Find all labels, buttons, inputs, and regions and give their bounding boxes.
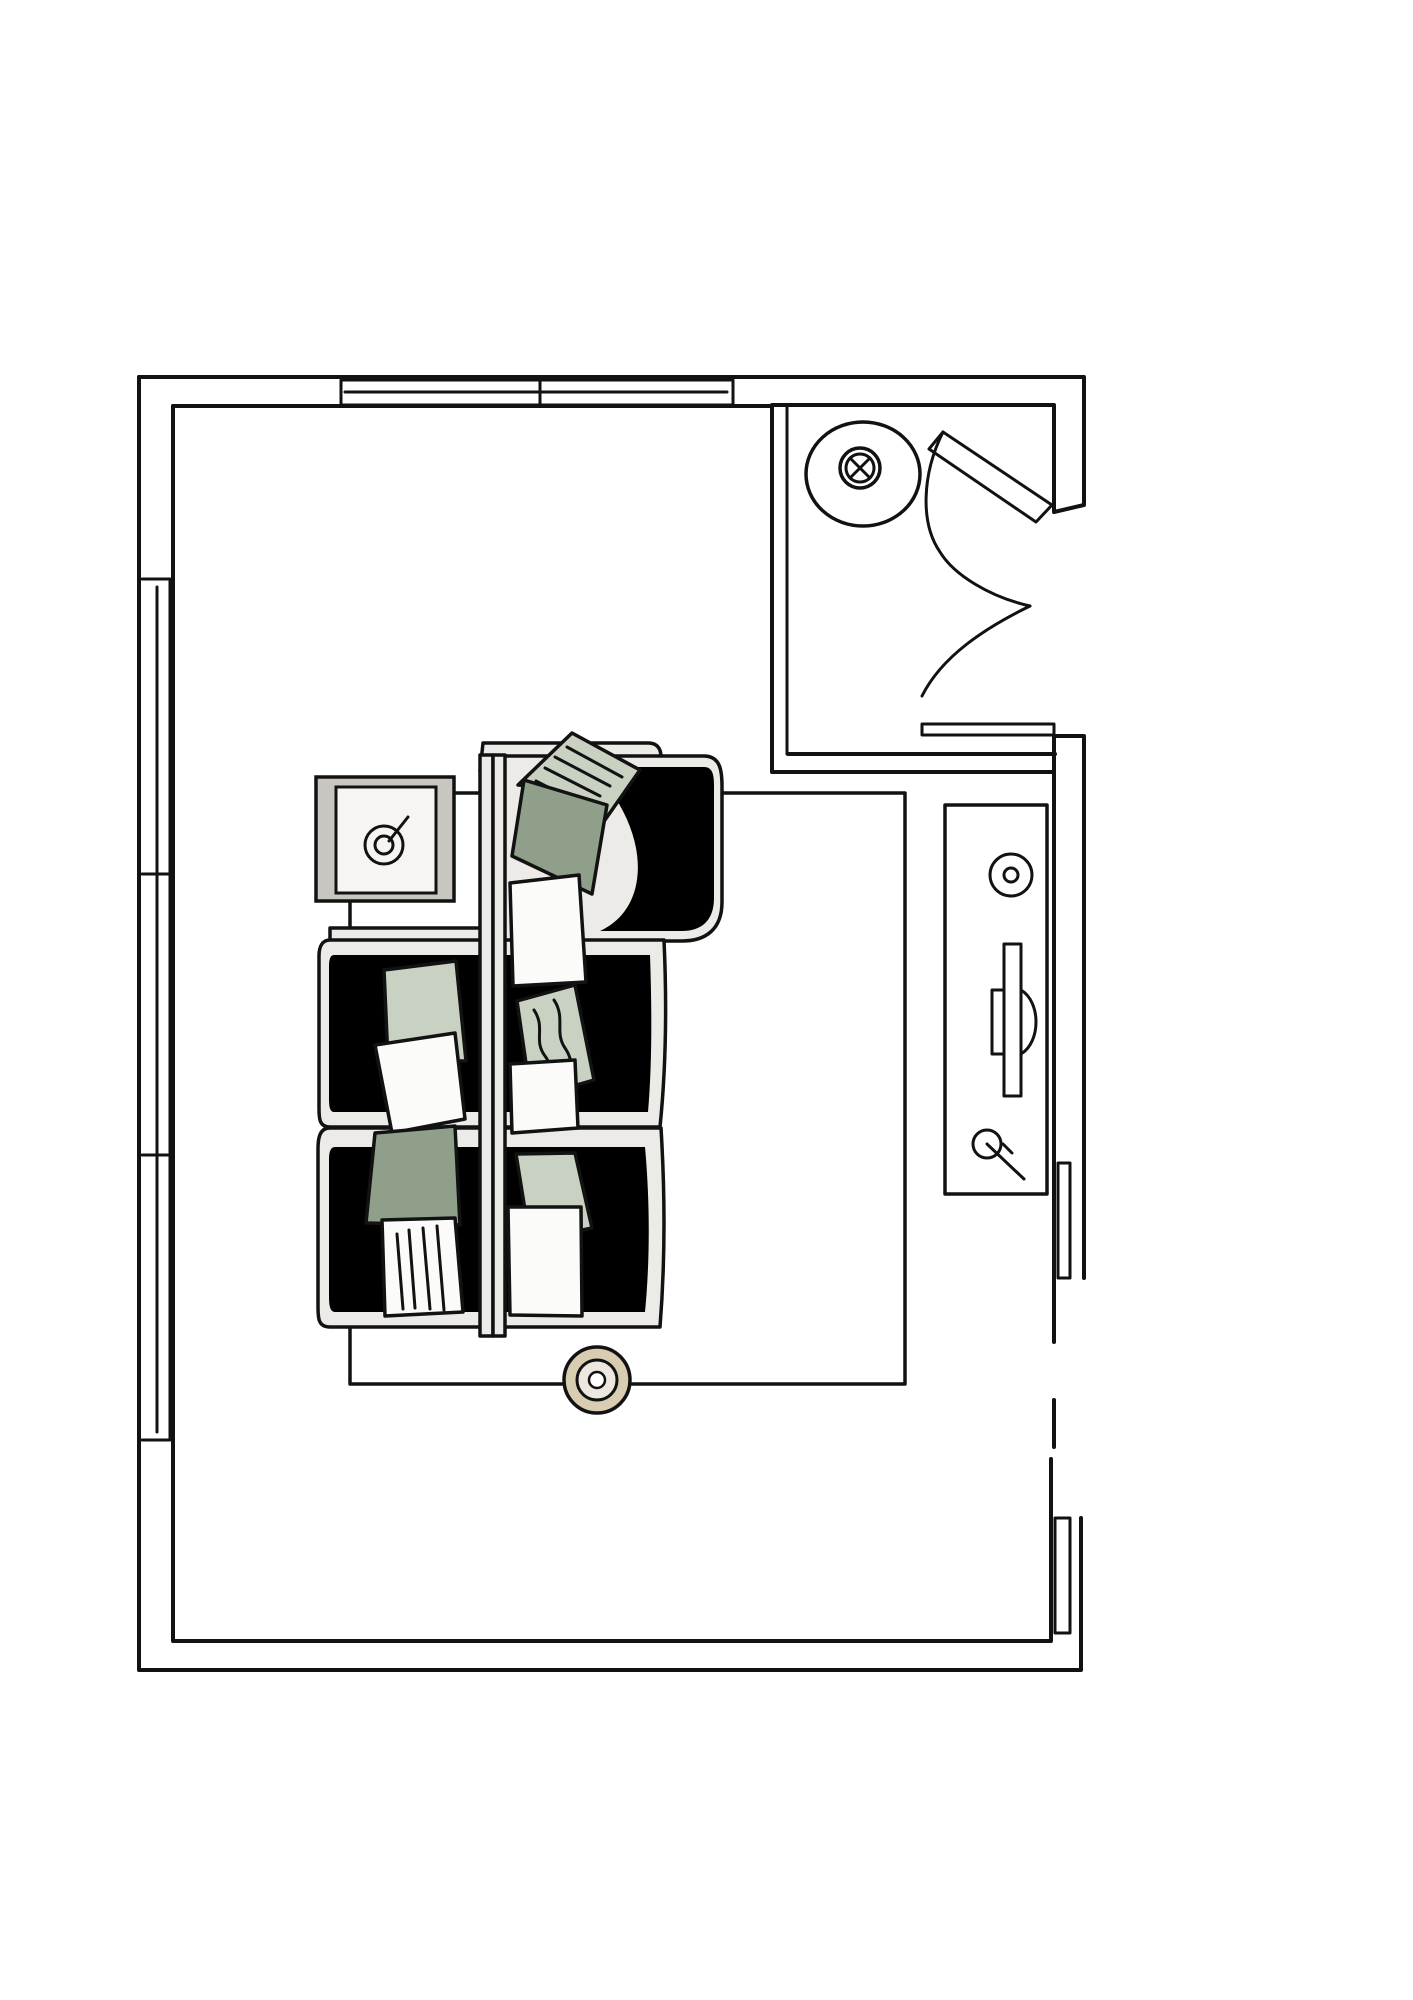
sofa-backrest-right	[491, 753, 507, 1338]
round-table	[562, 1345, 632, 1415]
outer-wall-bottom	[137, 375, 1083, 1672]
sink-icon	[988, 852, 1034, 898]
bathroom-door-upper-leaf	[927, 430, 1054, 524]
door-frame-upper	[1056, 1161, 1072, 1280]
plant-icon	[363, 815, 410, 866]
right-wall-upper	[1052, 734, 1086, 1280]
faucet-icon	[990, 942, 1038, 1098]
pillow-seat-dark	[364, 1124, 462, 1227]
right-door-frames	[1053, 1161, 1072, 1635]
top-wall-right	[137, 375, 1086, 514]
pillow-top-pattern-lines	[534, 745, 624, 810]
vanity-icon	[943, 803, 1049, 1196]
bathroom-wall-outer	[770, 404, 1056, 774]
bathroom-door-arc	[924, 430, 1032, 608]
inner-wall-bottom	[171, 404, 1053, 1643]
left-windows	[140, 577, 172, 1442]
top-windows	[339, 378, 735, 407]
bathroom	[770, 404, 1057, 1196]
bathroom-door-leaf	[920, 722, 1056, 737]
bathroom-door-arc-lower	[920, 604, 1032, 698]
sectional-sofa	[316, 731, 724, 1338]
pillow-seat-white	[373, 1031, 467, 1135]
pillow-back-white-1	[508, 873, 588, 988]
pillow-back-white-2	[508, 1058, 580, 1135]
side-table	[314, 775, 456, 903]
window-left-frame	[140, 577, 172, 1442]
window-top-frame	[339, 378, 735, 407]
pillow-back-white-3	[506, 1205, 584, 1318]
room-walls	[137, 375, 1086, 1672]
pillow-top-dark	[510, 778, 609, 896]
lamp-icon	[971, 1128, 1026, 1181]
pillow-seat-stripes	[395, 1224, 446, 1312]
toilet-icon	[804, 420, 922, 528]
door-frame-lower	[1053, 1516, 1072, 1635]
sofa-chaise-shade	[555, 767, 715, 931]
sofa-backrest-left	[478, 753, 495, 1338]
